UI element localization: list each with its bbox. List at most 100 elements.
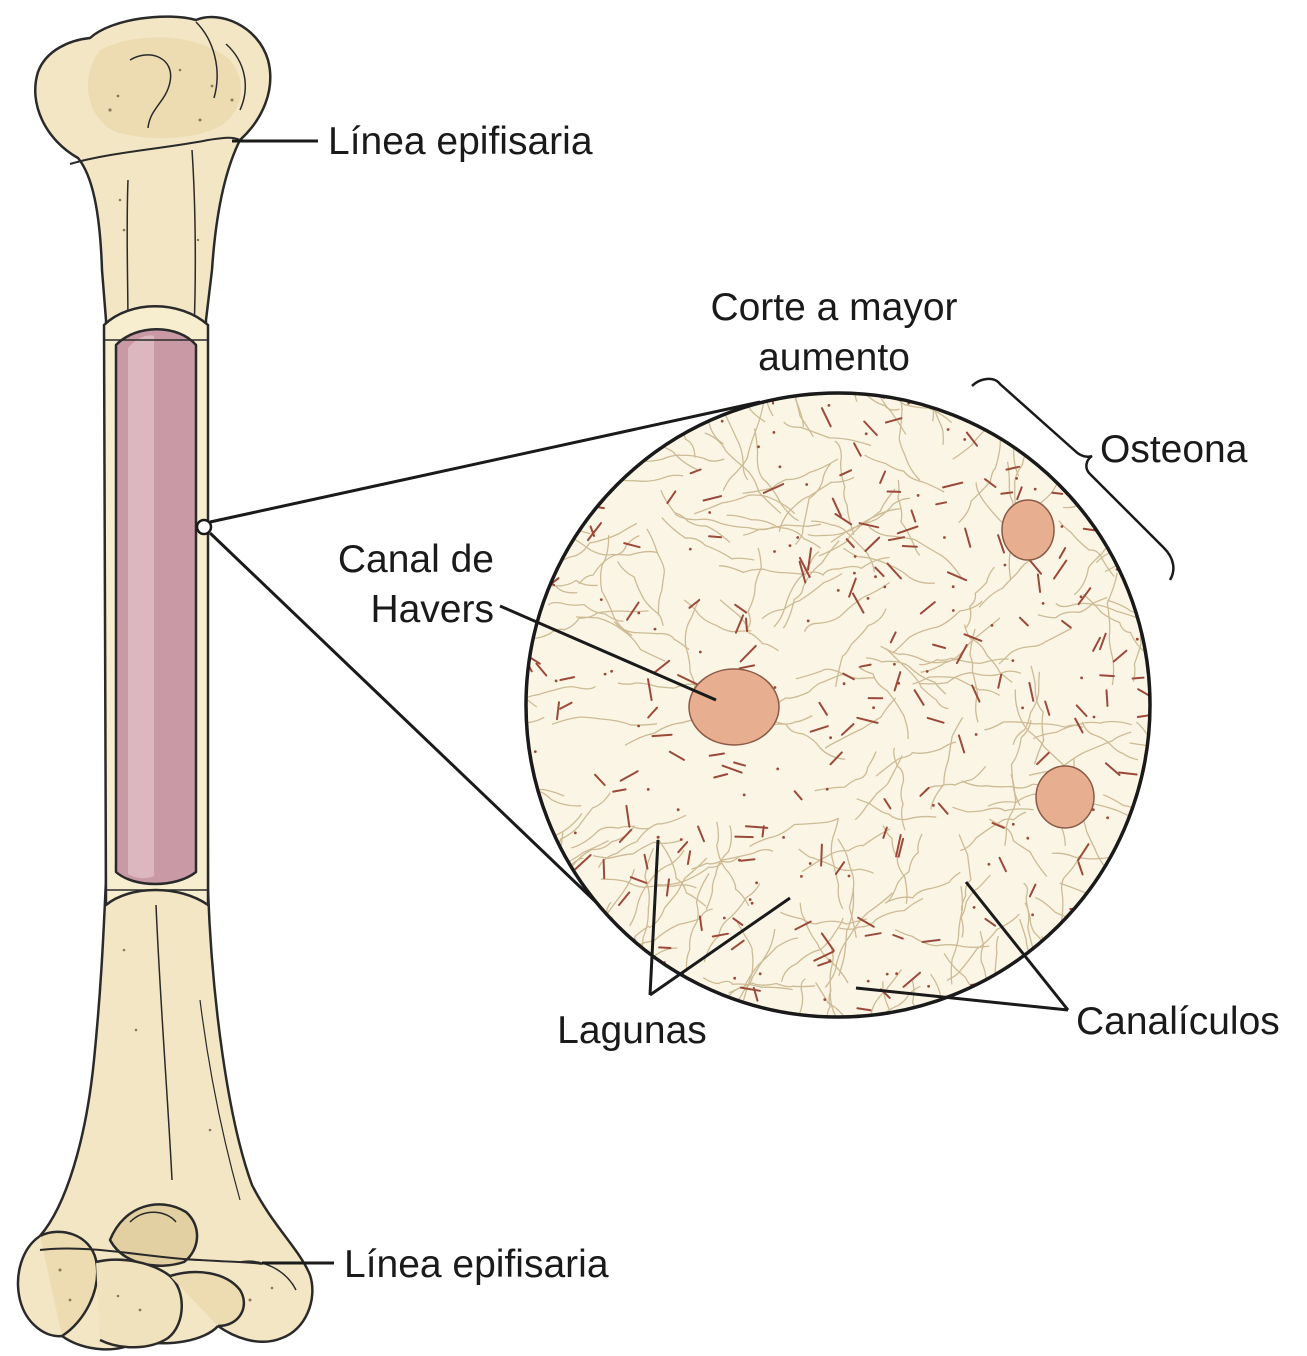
texture-dot: [893, 663, 896, 666]
texture-dot: [1026, 837, 1029, 840]
texture-dot: [757, 445, 760, 448]
lacuna-mark: [632, 964, 651, 966]
texture-dot: [654, 628, 657, 631]
lacuna-mark: [523, 903, 537, 919]
lacuna-mark: [1124, 904, 1132, 917]
texture-dot: [848, 875, 851, 878]
canaliculus-fiber: [510, 965, 547, 1036]
canaliculus-fiber: [1138, 790, 1143, 859]
lacuna-mark: [1077, 406, 1091, 413]
canaliculus-fiber: [1098, 895, 1171, 941]
texture-dot: [610, 670, 613, 673]
texture-dot: [809, 862, 812, 865]
texture-dot: [699, 651, 702, 654]
lacuna-mark: [1097, 414, 1109, 415]
lacuna-mark: [562, 451, 569, 461]
texture-dot: [605, 1005, 608, 1008]
lacuna-mark: [608, 977, 612, 997]
texture-dot: [604, 673, 607, 676]
canaliculus-fiber: [608, 329, 642, 413]
texture-dot: [1041, 447, 1044, 450]
canaliculus-fiber: [1115, 492, 1210, 529]
texture-dot: [749, 898, 752, 901]
texture-dot: [1081, 402, 1084, 405]
canaliculus-fiber: [1081, 488, 1184, 497]
canaliculus-fiber: [1108, 356, 1155, 416]
texture-dot: [743, 1006, 746, 1009]
canaliculus-fiber: [777, 1015, 855, 1038]
texture-dot: [991, 624, 994, 627]
texture-dot: [867, 980, 870, 983]
canaliculus-fiber: [634, 389, 723, 407]
canaliculus-fiber: [556, 917, 613, 960]
lacuna-mark: [1133, 678, 1144, 679]
lacuna-mark: [1100, 675, 1114, 676]
canaliculus-fiber: [608, 987, 686, 1002]
lacuna-mark: [1052, 493, 1062, 494]
canaliculus-fiber: [610, 327, 634, 407]
texture-dot: [1004, 564, 1007, 567]
lacuna-mark: [1102, 516, 1115, 519]
texture-dot: [542, 949, 545, 952]
canaliculus-fiber: [1115, 848, 1124, 929]
lacuna-mark: [573, 449, 582, 455]
texture-dot: [952, 609, 955, 612]
lacuna-mark: [621, 1002, 632, 1005]
texture-dot: [826, 788, 829, 791]
lacuna-mark: [589, 470, 594, 491]
texture-dot: [558, 959, 561, 962]
texture-dot: [843, 682, 846, 685]
lacuna-mark: [671, 400, 688, 403]
texture-dot: [886, 973, 889, 976]
texture-dot: [773, 431, 776, 434]
label-epiphyseal-bottom: Línea epifisaria: [344, 1243, 609, 1286]
texture-dot: [1093, 716, 1096, 719]
texture-dot: [755, 881, 758, 884]
canaliculus-fiber: [1136, 888, 1165, 989]
texture-dot: [689, 548, 692, 551]
texture-dot: [1100, 521, 1103, 524]
label-canaliculi: Canalículos: [1076, 1000, 1280, 1043]
texture-dot: [680, 838, 683, 841]
canaliculus-fiber: [1110, 856, 1163, 948]
texture-dot: [1039, 1010, 1042, 1013]
canaliculus-fiber: [1075, 918, 1125, 973]
texture-dot: [589, 479, 592, 482]
canaliculus-fiber: [535, 306, 589, 395]
texture-dot: [865, 432, 868, 435]
texture-dot: [1106, 816, 1109, 819]
lacuna-mark: [631, 993, 637, 1005]
lacuna-mark: [550, 540, 557, 549]
lacuna-mark: [585, 429, 594, 437]
haversian-canal: [689, 669, 779, 745]
texture-dot: [952, 585, 955, 588]
texture-dot: [789, 544, 792, 547]
lacuna-mark: [1001, 492, 1012, 493]
texture-dot: [637, 612, 640, 615]
lacuna-mark: [1065, 934, 1072, 944]
canaliculus-fiber: [1110, 880, 1165, 924]
texture-dot: [1122, 480, 1125, 483]
lacuna-mark: [537, 951, 550, 959]
canaliculus-fiber: [460, 924, 558, 956]
texture-dot: [1094, 410, 1097, 413]
texture-dot: [853, 572, 856, 575]
texture-dot: [800, 875, 803, 878]
haversian-canal-upper: [1002, 500, 1054, 560]
canaliculus-fiber: [1093, 921, 1152, 988]
texture-dot: [1080, 595, 1083, 598]
texture-dot: [829, 736, 832, 739]
label-epiphyseal-top: Línea epifisaria: [328, 120, 593, 163]
lacuna-mark: [653, 735, 672, 736]
label-zoom-line2: aumento: [758, 336, 910, 379]
label-haversian-line2: Havers: [370, 588, 494, 631]
texture-dot: [534, 750, 537, 753]
texture-dot: [1076, 436, 1079, 439]
lacuna-mark: [1130, 480, 1149, 481]
texture-dot: [721, 420, 724, 423]
lacuna-mark: [746, 619, 747, 632]
texture-dot: [917, 494, 920, 497]
lacuna-mark: [903, 546, 917, 547]
lacuna-mark: [628, 964, 632, 974]
lacuna-mark: [604, 860, 605, 878]
